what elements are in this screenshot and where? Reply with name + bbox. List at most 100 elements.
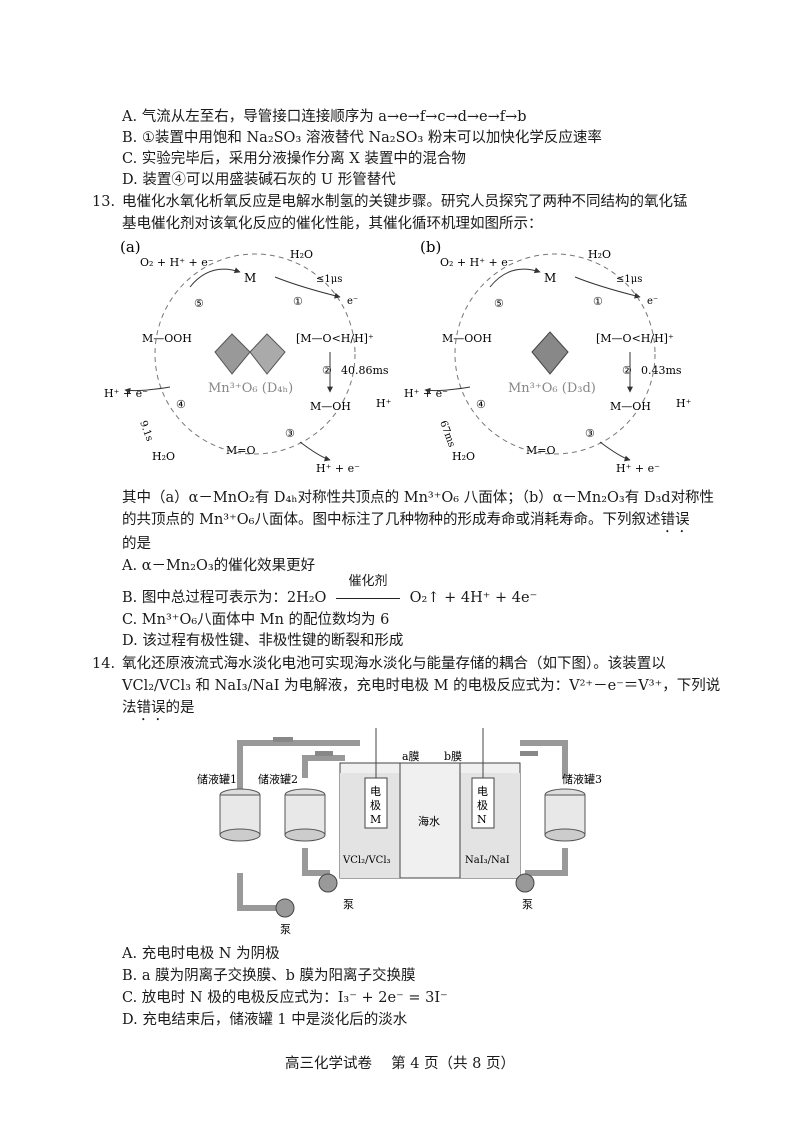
q14-stem-emph: 错误 [136,700,166,716]
tank1-label: 储液罐1 [197,772,237,786]
tank2 [284,788,326,842]
b-hpe: H⁺ + e⁻ [616,462,660,475]
q13-option-b: B. 图中总过程可表示为：2H₂O [122,590,327,606]
q13-number: 13. [92,194,116,210]
b-step2: ② [622,364,632,377]
q14-option-c: C. 放电时 N 极的电极反应式为：I₃⁻ + 2e⁻ = 3I⁻ [122,990,448,1006]
b-mh2o: [M—O<H/H]⁺ [596,332,674,345]
a-hplus: H⁺ [376,397,392,410]
a-octahedron-icon [214,333,286,375]
a-step3: ③ [285,427,295,440]
q13-option-a: A. α－Mn₂O₃的催化效果更好 [122,558,316,574]
electrode-m-3: M [370,813,381,826]
membrane-b: b膜 [444,750,462,763]
q13-desc-emph: 错误 [660,512,690,528]
pump-bottom-label: 泵 [280,923,291,936]
a-mh2o: [M—O<H/H]⁺ [296,332,374,345]
b-step5: ⑤ [494,297,504,310]
tank2-label: 储液罐2 [258,772,298,786]
a-step5: ⑤ [194,297,204,310]
q13-option-c: C. Mn³⁺O₆八面体中 Mn 的配位数均为 6 [122,612,390,628]
right-solution: NaI₃/NaI [465,855,510,866]
b-step1: ① [593,295,603,308]
q14-option-b: B. a 膜为阴离子交换膜、b 膜为阳离子交换膜 [122,968,416,984]
electrode-m-1: 电 [370,785,381,798]
catalyst-label: 催化剂 [348,574,388,589]
pump-bottom: 泵 [275,898,295,936]
panel-b-label: (b) [420,238,441,256]
q13-stem-2: 基电催化剂对该氧化反应的催化性能，其催化循环机理如图所示： [122,216,543,232]
b-step4: ④ [476,398,486,411]
panel-a: (a) O₂ + H⁺ + e⁻ M H₂O ≤1μs e⁻ ① [M—O<H/… [104,238,392,475]
b-t4: 67ms [437,419,457,448]
pump-left: 泵 [318,873,354,911]
q14-stem-1: 氧化还原液流式海水淡化电池可实现海水淡化与能量存储的耦合（如下图）。该装置以 [122,656,666,672]
q14-option-d: D. 充电结束后，储液罐 1 中是淡化后的淡水 [122,1012,408,1028]
b-mo: M=O [526,444,556,457]
q13-desc-2-wrap: 的共顶点的 Mn³⁺O₆八面体。图中标注了几种物种的形成寿命或消耗寿命。下列叙述… [122,510,689,536]
q13-option-d: D. 该过程有极性键、非极性键的断裂和形成 [122,633,404,649]
a-step4: ④ [176,398,186,411]
q13-option-b-wrap: B. 图中总过程可表示为：2H₂O 催化剂 O₂↑ + 4H⁺ + 4e⁻ [122,574,538,608]
q13-desc-2: 的共顶点的 Mn³⁺O₆八面体。图中标注了几种物种的形成寿命或消耗寿命。下列叙述 [122,512,661,528]
flow-battery-apparatus: 储液罐1 储液罐2 储液罐3 a膜 b膜 电 极 M 电 极 N 海水 VCl₂… [197,728,602,936]
b-hplus: H⁺ [676,397,692,410]
b-h2o2: H₂O [452,450,475,463]
a-step1: ① [293,295,303,308]
q14-stem-3-post: 的是 [165,700,195,716]
page-footer: 高三化学试卷 第 4 页（共 8 页） [285,1056,515,1072]
tank3-label: 储液罐3 [562,772,602,786]
b-h2o: H₂O [588,248,611,261]
b-o2: O₂ + H⁺ + e⁻ [440,256,514,269]
a-mo: M=O [226,444,256,457]
catalyst-arrow: 催化剂 [331,574,405,608]
tank3 [544,788,586,842]
q13-desc-1: 其中（a）α－MnO₂有 D₄ₕ对称性共顶点的 Mn³⁺O₆ 八面体；（b）α－… [122,490,715,506]
a-t2: 40.86ms [341,364,389,377]
panel-a-label: (a) [120,238,141,256]
left-solution: VCl₂/VCl₃ [342,855,391,866]
a-m: M [244,271,256,285]
pump-left-label: 泵 [343,898,354,911]
q14-number: 14. [92,656,116,672]
electrode-n-2: 极 [477,798,488,812]
membrane-a: a膜 [402,750,420,763]
q12-option-a: A. 气流从左至右，导管接口连接顺序为 a→e→f→c→d→e→f→b [122,109,527,125]
a-h2o2: H₂O [152,450,175,463]
q14-stem-2: VCl₂/VCl₃ 和 NaI₃/NaI 为电解液，充电时电极 M 的电极反应式… [122,678,721,694]
b-hpe2: H⁺ + e⁻ [404,387,448,400]
b-moh: M—OH [610,400,651,413]
pump-right-label: 泵 [522,898,533,911]
catalytic-cycle-diagram: (a) O₂ + H⁺ + e⁻ M H₂O ≤1μs e⁻ ① [M—O<H/… [104,238,692,475]
q13-option-b-post: O₂↑ + 4H⁺ + 4e⁻ [409,590,538,606]
a-hpe2: H⁺ + e⁻ [104,387,148,400]
electrode-n-3: N [477,813,487,826]
a-t1: ≤1μs [316,274,342,285]
q13-desc-3: 的是 [122,536,151,552]
b-mooh: M—OOH [442,332,492,345]
q14-option-a: A. 充电时电极 N 为阴极 [122,946,280,962]
q12-option-d: D. 装置④可以用盛装碱石灰的 U 形管替代 [122,172,396,188]
a-o2: O₂ + H⁺ + e⁻ [140,256,214,269]
q13-stem-1: 电催化水氧化析氧反应是电解水制氢的关键步骤。研究人员探究了两种不同结构的氧化锰 [122,194,688,210]
b-center: Mn³⁺O₆ (D₃d) [508,381,596,396]
b-e: e⁻ [647,296,658,307]
a-hpe: H⁺ + e⁻ [316,462,360,475]
a-center: Mn³⁺O₆ (D₄ₕ) [208,381,293,396]
b-m: M [544,271,556,285]
b-octahedron-icon [531,331,569,375]
panel-b: (b) O₂ + H⁺ + e⁻ M H₂O ≤1μs e⁻ ① [M—O<H/… [404,238,692,475]
cell [339,728,521,879]
b-t1: ≤1μs [616,274,642,285]
pump-right: 泵 [515,873,535,911]
q12-option-c: C. 实验完毕后，采用分液操作分离 X 装置中的混合物 [122,151,466,167]
electrode-n-1: 电 [477,785,488,798]
seawater-label: 海水 [418,814,440,828]
a-mooh: M—OOH [142,332,192,345]
a-h2o: H₂O [290,248,313,261]
a-moh: M—OH [310,400,351,413]
a-t4: 9.1s [137,419,155,443]
a-step2: ② [322,364,332,377]
tank1 [219,788,261,842]
b-t2: 0.43ms [641,364,682,377]
